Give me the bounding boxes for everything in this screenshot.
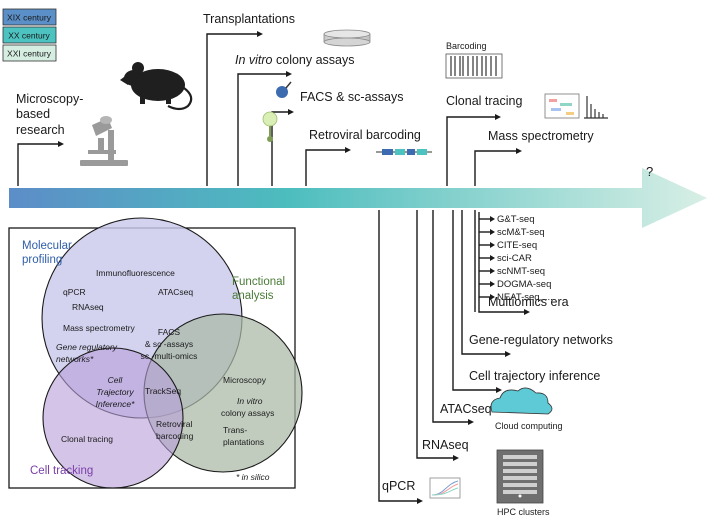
- svg-text:Retroviral barcoding: Retroviral barcoding: [309, 128, 421, 142]
- functional-title: Functional: [232, 276, 285, 288]
- cloud-computing-caption: Cloud computing: [495, 421, 563, 431]
- barcode-strip-icon: [376, 149, 432, 155]
- svg-text:Multiomics era: Multiomics era: [488, 295, 569, 309]
- svg-text:Mass spectrometry: Mass spectrometry: [488, 129, 594, 143]
- legend-swatch-xx: [2, 26, 57, 44]
- svg-text:qPCR: qPCR: [382, 479, 415, 493]
- mouse-icon: [120, 62, 193, 111]
- hpc-server-icon: HPC clusters: [496, 449, 550, 517]
- svg-text:Gene-regulatory networks: Gene-regulatory networks: [469, 333, 613, 347]
- molecular-title-2: profiling: [22, 254, 62, 266]
- qpcr-curve-icon: [429, 477, 461, 499]
- omics-item: CITE-seq: [497, 240, 537, 251]
- venn-item: FACS: [158, 327, 181, 337]
- legend-swatch-xxi: [2, 44, 57, 62]
- venn-item: ATACseq: [158, 287, 193, 297]
- venn-item: Cell: [108, 375, 124, 385]
- omics-item: sci-CAR: [497, 253, 532, 264]
- milestone-invitro: In vitro colony assays: [235, 53, 355, 186]
- svg-text:Transplantations: Transplantations: [203, 12, 295, 26]
- venn-item: Mass spectrometry: [63, 323, 136, 333]
- svg-text:In vitro colony assays: In vitro colony assays: [235, 53, 355, 67]
- omics-item: scNMT-seq: [497, 266, 545, 277]
- venn-item: In vitro: [237, 396, 263, 406]
- cell-tracking-circle: [42, 347, 184, 489]
- milestone-grn: Gene-regulatory networks: [461, 210, 613, 357]
- svg-text:RNAseq: RNAseq: [422, 438, 469, 452]
- clonal-chart-icon: [544, 93, 608, 119]
- venn-item: Gene regulatory: [56, 342, 118, 352]
- tracking-title: Cell tracking: [30, 465, 93, 477]
- milestone-multiomics: G&T-seq scM&T-seq CITE-seq sci-CAR scNMT…: [474, 210, 569, 315]
- functional-title-2: analysis: [232, 290, 274, 302]
- barcoding-caption: Barcoding: [446, 41, 487, 51]
- cloud-icon: Cloud computing: [490, 387, 563, 431]
- svg-text:Clonal tracing: Clonal tracing: [446, 94, 522, 108]
- invitro-italic: In vitro: [235, 53, 273, 67]
- legend-swatch-xix: [2, 8, 57, 26]
- venn-item: networks*: [56, 354, 94, 364]
- milestone-clonal: Barcoding Clonal tracing: [446, 41, 522, 186]
- venn-diagram: Molecular profiling Functional analysis …: [22, 217, 303, 489]
- milestone-microscopy: Microscopy- based research: [16, 92, 83, 186]
- invitro-rest: colony assays: [273, 53, 355, 67]
- svg-text:Microscopy-: Microscopy-: [16, 92, 83, 106]
- omics-item: NEAT-seq, ...: [497, 292, 553, 303]
- svg-text:FACS & sc-assays: FACS & sc-assays: [300, 90, 404, 104]
- legend-label-xix: XIX century: [7, 13, 52, 23]
- milestone-massspec: Mass spectrometry: [474, 129, 594, 186]
- barcode-icon: [445, 53, 503, 79]
- milestone-transplantations: Transplantations: [203, 12, 295, 186]
- omics-item: scM&T-seq: [497, 227, 545, 238]
- century-legend: XIX century XX century XXI century: [2, 8, 57, 62]
- milestone-rnaseq: RNAseq: [416, 210, 469, 461]
- venn-item: Microscopy: [223, 375, 267, 385]
- venn-item: qPCR: [63, 287, 86, 297]
- milestone-qpcr: qPCR: [378, 210, 423, 504]
- svg-text:research: research: [16, 123, 65, 137]
- microscope-icon: [80, 116, 128, 166]
- milestone-retroviral: Retroviral barcoding: [305, 128, 421, 186]
- hpc-caption: HPC clusters: [497, 507, 550, 517]
- venn-item: Trans-: [223, 425, 247, 435]
- petri-dish-icon: [323, 29, 371, 47]
- venn-item: Trajectory: [96, 387, 134, 397]
- venn-item: sc -multi-omics: [141, 351, 198, 361]
- svg-text:based: based: [16, 107, 50, 121]
- svg-text:Cell trajectory inference: Cell trajectory inference: [469, 369, 600, 383]
- venn-item: barcoding: [156, 431, 194, 441]
- legend-label-xxi: XXI century: [7, 49, 52, 59]
- milestone-atac: ATACseq: [432, 210, 492, 425]
- cell-sorting-icon: [262, 81, 292, 142]
- venn-item: Immunofluorescence: [96, 268, 175, 278]
- omics-item: DOGMA-seq: [497, 279, 551, 290]
- venn-item: & sc -assays: [145, 339, 193, 349]
- venn-item: Inference*: [96, 399, 135, 409]
- venn-item: Retroviral: [156, 419, 192, 429]
- svg-text:ATACseq: ATACseq: [440, 402, 492, 416]
- timeline-arrow: [9, 168, 707, 228]
- venn-item: TrackSeq: [145, 386, 181, 396]
- venn-item: Clonal tracing: [61, 434, 113, 444]
- venn-item: colony assays: [221, 408, 274, 418]
- omics-item: G&T-seq: [497, 214, 535, 225]
- milestone-cti: Cell trajectory inference: [452, 210, 600, 393]
- legend-label-xx: XX century: [8, 31, 50, 41]
- future-question-mark: ?: [646, 164, 653, 179]
- venn-item: RNAseq: [72, 302, 104, 312]
- molecular-title: Molecular: [22, 240, 72, 252]
- venn-item: plantations: [223, 437, 264, 447]
- insilico-footnote: * in silico: [236, 472, 270, 482]
